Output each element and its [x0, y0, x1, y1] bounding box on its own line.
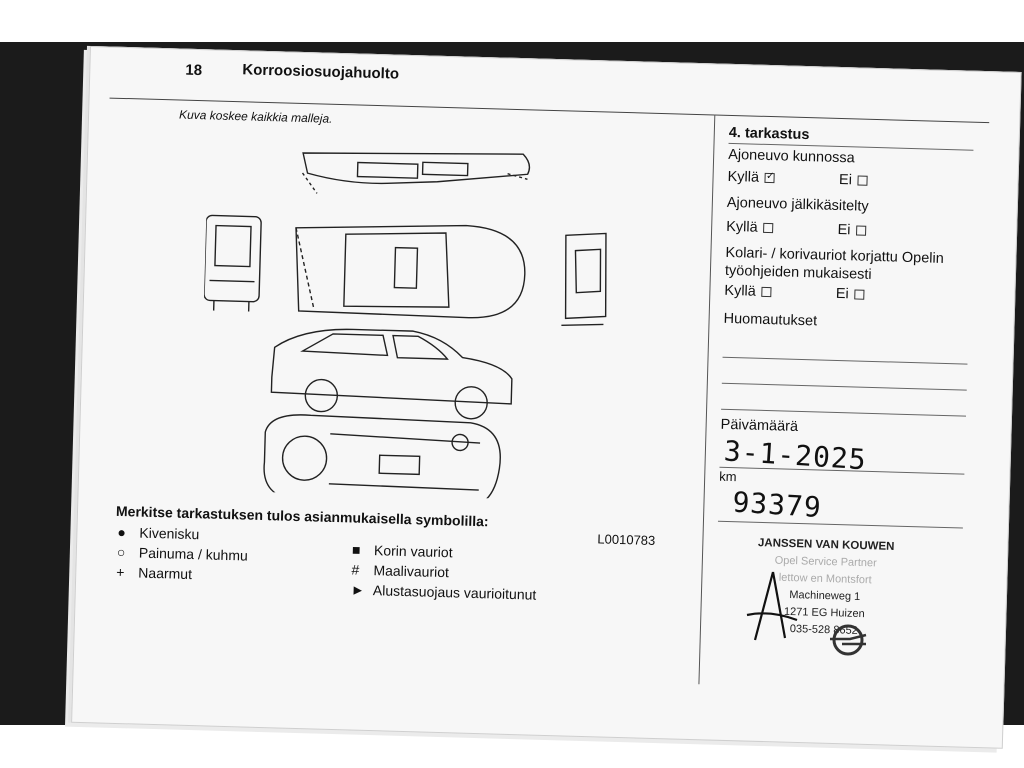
opel-logo-icon [830, 624, 867, 656]
yes-label: Kyllä [724, 282, 757, 300]
yes-label: Kyllä [727, 168, 760, 186]
remarks-label: Huomautukset [723, 310, 818, 330]
answer-row: Kyllä Ei [726, 219, 867, 239]
yes-checkbox[interactable]: ✓ [764, 171, 776, 184]
yes-label: Kyllä [725, 218, 758, 236]
inspection-form: 4. tarkastus Ajoneuvo kunnossa Kyllä ✓ Ei… [717, 125, 989, 529]
car-underbody-view [263, 414, 501, 503]
no-label: Ei [835, 285, 849, 303]
question-treated: Ajoneuvo jälkikäsitelty [726, 194, 869, 215]
car-front-view [561, 232, 607, 326]
no-checkbox[interactable] [854, 289, 865, 300]
answer-row: Kyllä ✓ Ei [727, 168, 869, 189]
legend-symbol: # [351, 561, 360, 578]
no-checkbox[interactable] [857, 175, 869, 186]
question-repair-line2: työohjeiden mukaisesti [724, 262, 872, 283]
car-top-view [295, 224, 526, 319]
inspection-heading: 4. tarkastus [728, 124, 810, 144]
check-mark: ✓ [765, 171, 775, 183]
question-condition: Ajoneuvo kunnossa [727, 146, 855, 167]
legend-item: ● Kivenisku [117, 524, 199, 542]
legend-item: ○ Painuma / kuhmu [117, 544, 248, 564]
legend-symbol: ■ [351, 541, 361, 558]
vehicle-diagram [203, 152, 607, 503]
km-handwritten: 93379 [731, 485, 823, 525]
answer-row: Kyllä Ei [724, 283, 865, 303]
legend-symbol: ► [350, 581, 366, 598]
page-number: 18 [185, 61, 203, 80]
legend-label: Maalivauriot [373, 562, 450, 581]
yes-checkbox[interactable] [761, 287, 772, 298]
yes-checkbox[interactable] [763, 223, 774, 234]
section-title: Korroosiosuojahuolto [242, 61, 400, 83]
car-roof-view [301, 152, 531, 194]
handwritten-signature [746, 571, 798, 641]
km-line [717, 520, 963, 529]
no-checkbox[interactable] [856, 225, 867, 236]
dealer-stamp: JANSSEN VAN KOUWEN Opel Service Partner … [709, 534, 942, 642]
km-label: km [719, 468, 737, 485]
legend-item: ■ Korin vauriot [352, 542, 453, 561]
legend-label: Kivenisku [139, 524, 200, 543]
legend-label: Alustasuojaus vaurioitunut [372, 582, 537, 603]
car-rear-view [203, 214, 262, 312]
figure-code: L0010783 [597, 531, 656, 548]
no-label: Ei [838, 171, 853, 189]
legend-label: Painuma / kuhmu [138, 544, 249, 564]
remarks-line [721, 408, 967, 417]
legend-symbol: + [116, 563, 125, 581]
legend-item: ► Alustasuojaus vaurioitunut [351, 582, 537, 603]
legend-item: + Naarmut [116, 564, 192, 582]
legend-symbol: ● [117, 523, 127, 541]
intro-text: Kuva koskee kaikkia malleja. [178, 107, 333, 126]
no-label: Ei [837, 221, 851, 239]
booklet-page: 18 Korroosiosuojahuolto Kuva koskee kaik… [71, 46, 1022, 749]
legend-label: Korin vauriot [373, 542, 453, 561]
legend-symbol: ○ [116, 543, 126, 561]
remarks-line [722, 356, 968, 365]
date-label: Päivämäärä [720, 416, 799, 435]
legend-label: Naarmut [138, 564, 193, 583]
remarks-line [721, 382, 967, 391]
legend-item: # Maalivauriot [351, 562, 449, 581]
car-side-view [270, 328, 513, 420]
